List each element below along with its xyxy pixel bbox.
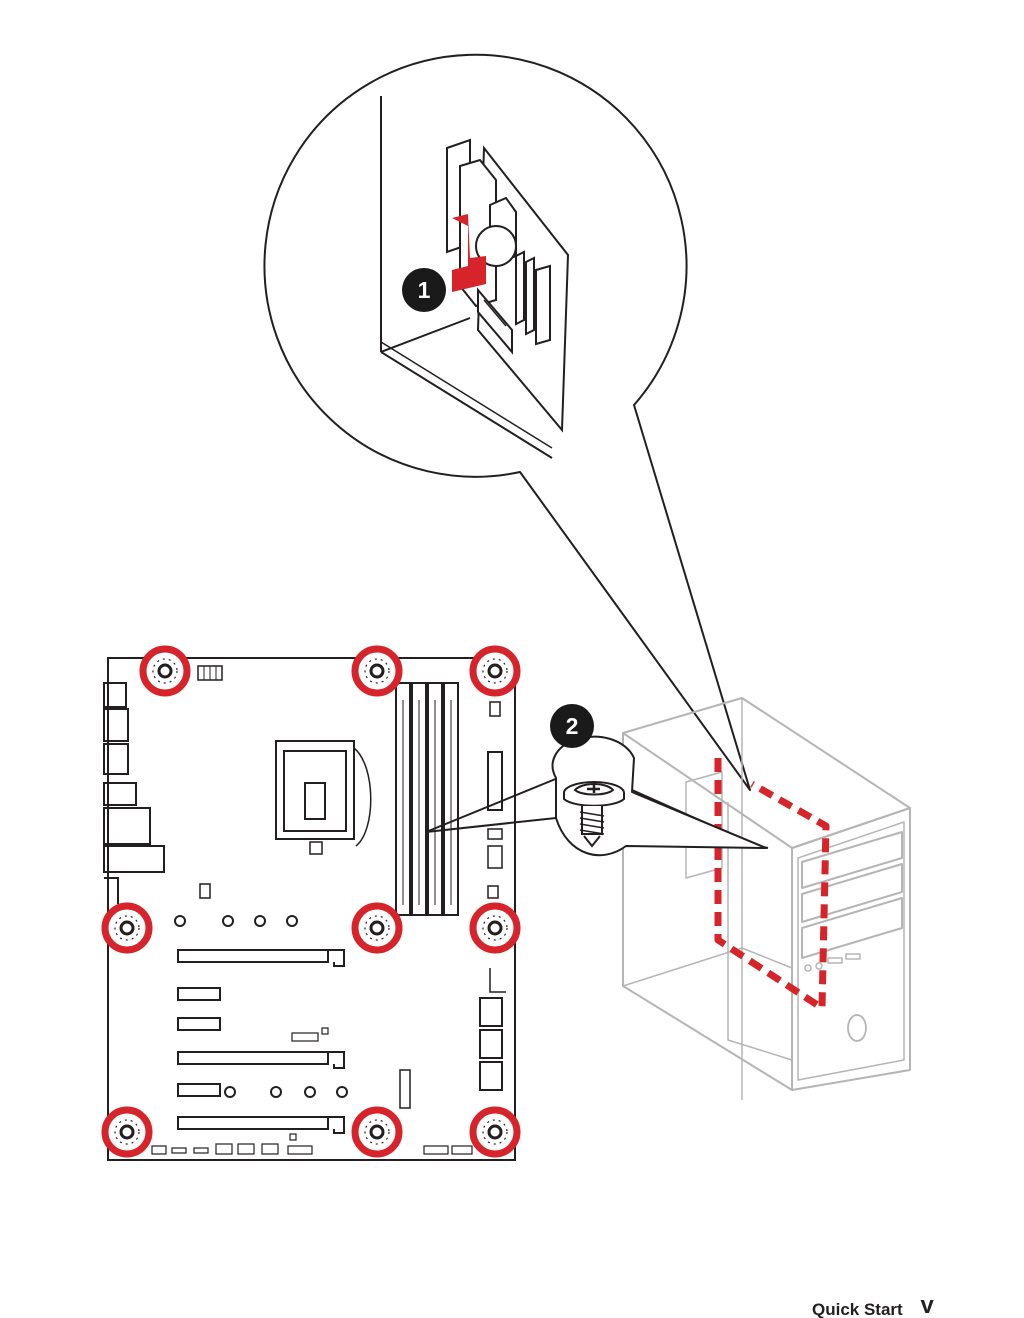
page-footer: Quick Start V bbox=[812, 1300, 935, 1318]
standoff-mount-icon bbox=[101, 902, 153, 954]
io-shield-arrow-icon bbox=[452, 214, 486, 292]
motherboard bbox=[103, 657, 559, 1161]
step-badge-2: 2 bbox=[550, 704, 594, 748]
standoff-mount-icon bbox=[101, 1106, 153, 1158]
step-badge-1: 1 bbox=[402, 268, 446, 312]
screw-callout bbox=[551, 735, 767, 857]
standoff-mount-icon bbox=[469, 902, 521, 954]
pc-case bbox=[622, 697, 911, 1100]
footer-section-label: Quick Start bbox=[812, 1300, 903, 1318]
standoff-mount-icon bbox=[139, 645, 191, 697]
standoff-mount-icon bbox=[351, 902, 403, 954]
standoff-mount-icon bbox=[469, 645, 521, 697]
motherboard-outline bbox=[107, 657, 516, 1161]
standoff-mount-icon bbox=[351, 1106, 403, 1158]
standoff-mount-rings bbox=[101, 645, 521, 1158]
footer-page-number: V bbox=[919, 1300, 936, 1318]
callout-bubble-outline bbox=[263, 53, 751, 791]
screw-icon bbox=[563, 781, 625, 848]
standoff-mount-icon bbox=[351, 645, 403, 697]
io-shield-callout bbox=[263, 53, 751, 791]
screw-bubble-outline bbox=[551, 735, 767, 857]
standoff-mount-icon bbox=[469, 1106, 521, 1158]
motherboard-position-outline bbox=[714, 758, 830, 1012]
